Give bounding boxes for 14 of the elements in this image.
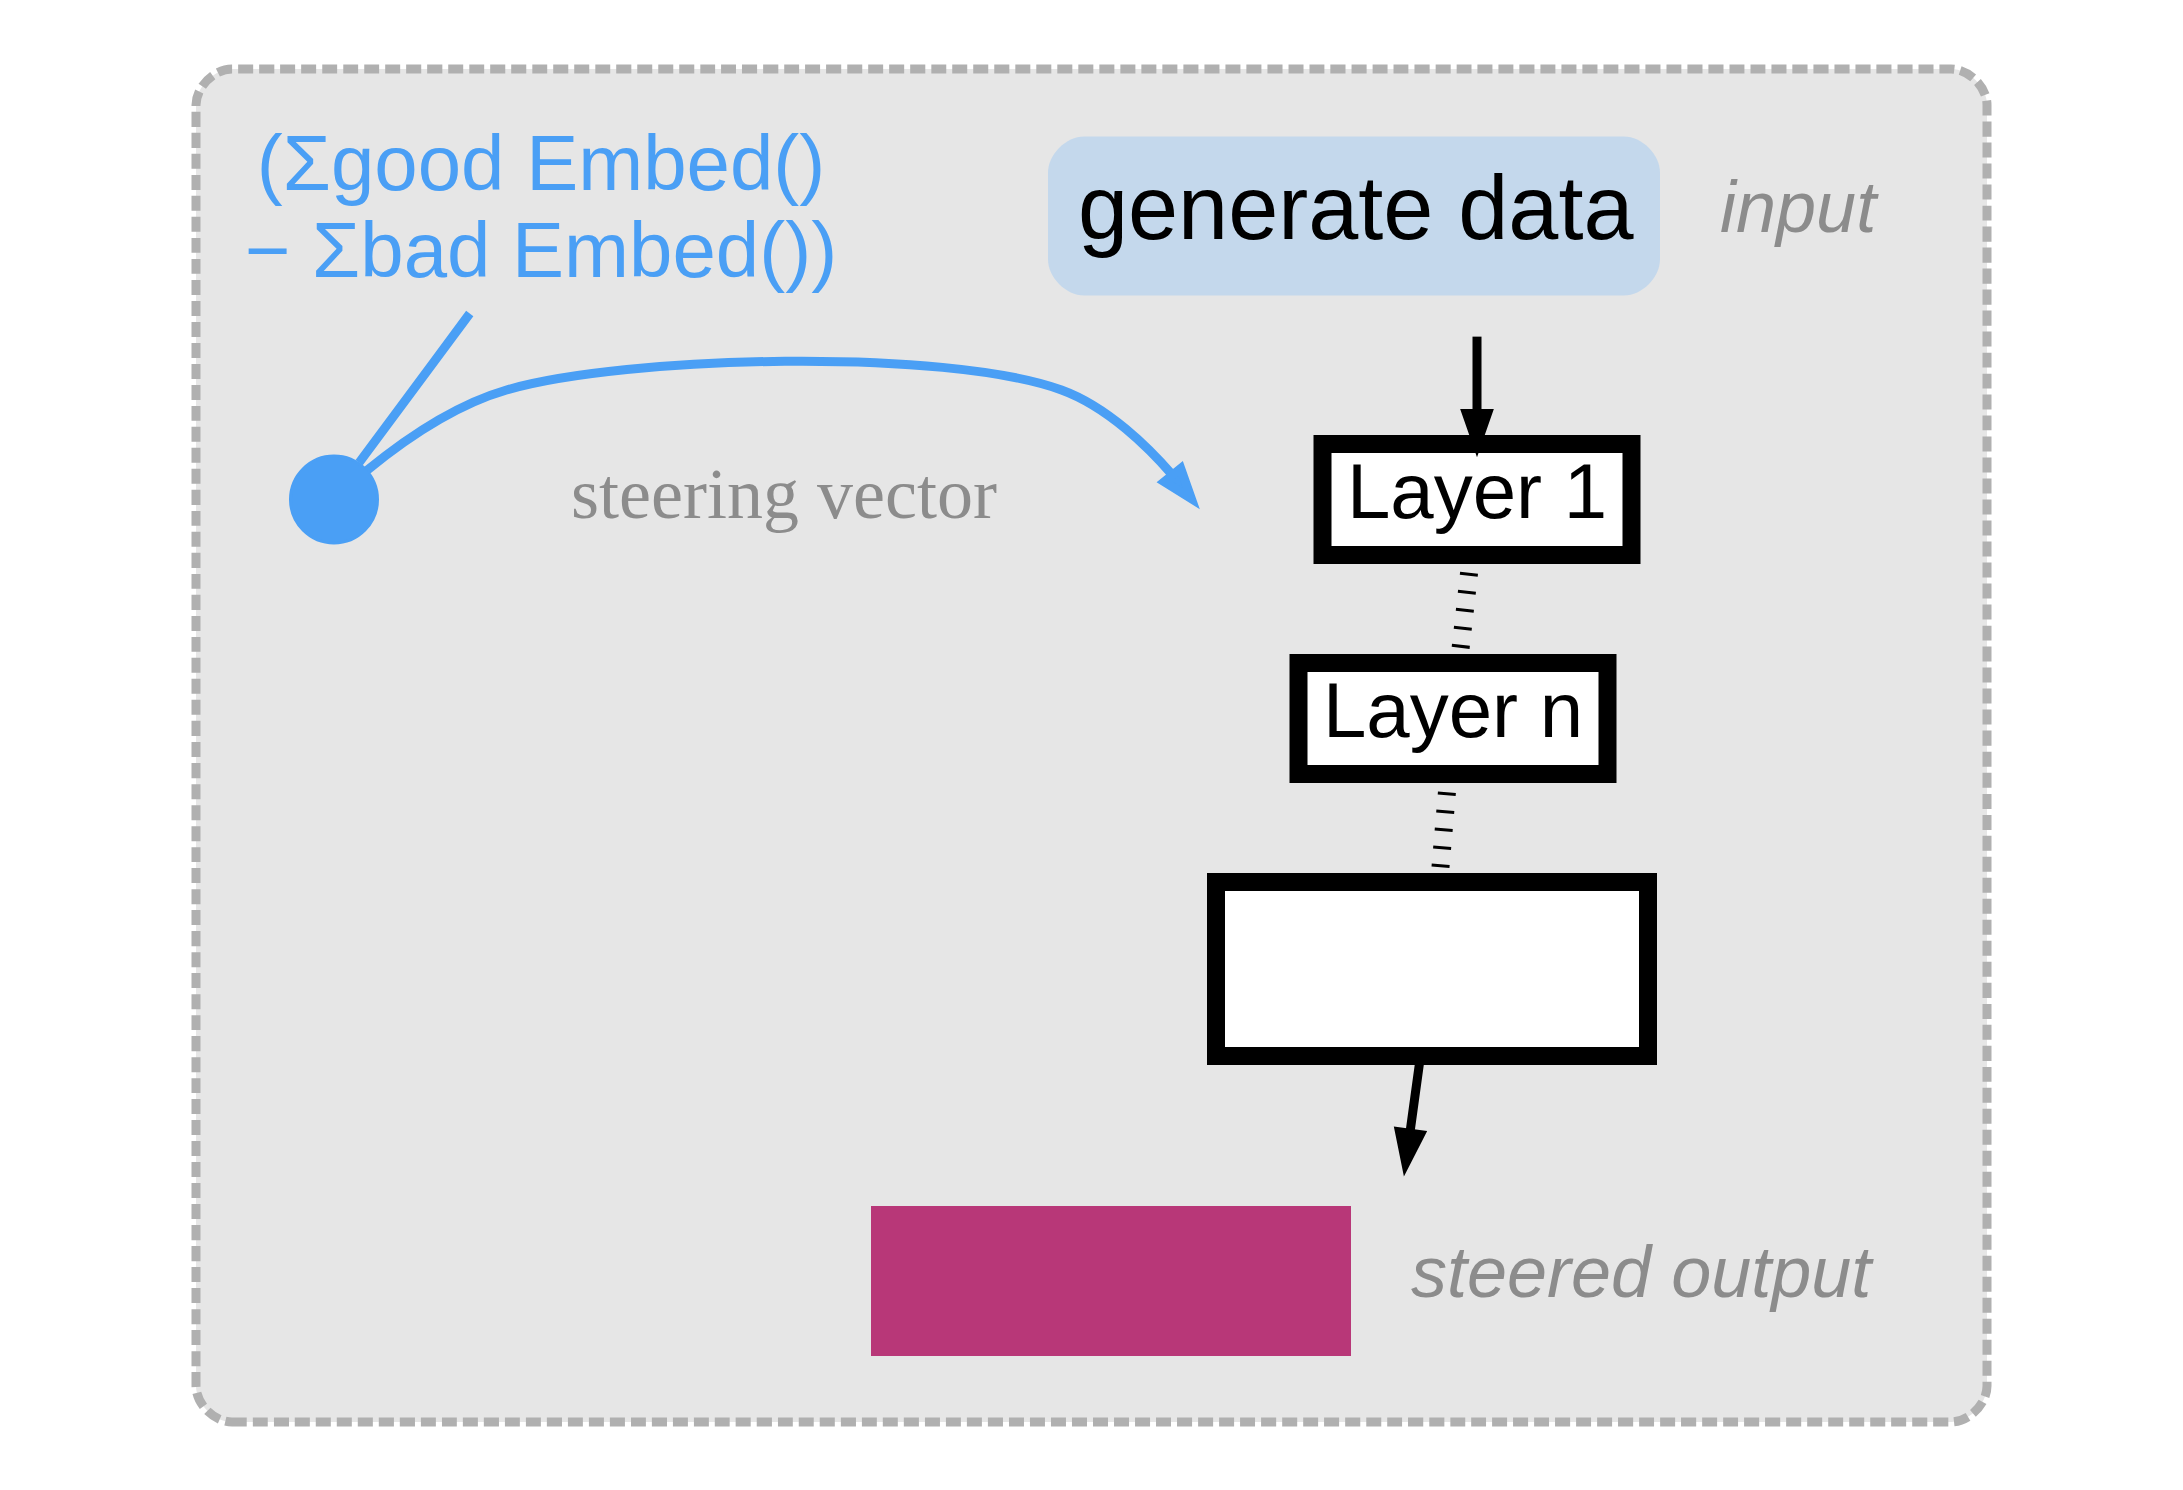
node-label: steered output: [1411, 1231, 1872, 1312]
cluster: [191, 64, 1992, 1426]
arrow: [1460, 336, 1494, 457]
connector: [355, 310, 474, 465]
node-circle: [289, 454, 379, 544]
arrow: [364, 356, 1200, 509]
node-box: Layer n: [1289, 653, 1617, 783]
node-label: steering vector: [571, 453, 997, 534]
node-box: generate data: [1048, 136, 1660, 295]
node-bar: [871, 1205, 1351, 1356]
node-label: input: [1720, 166, 1877, 247]
node-box: Layer 1: [1313, 434, 1641, 564]
node-box: [1207, 872, 1657, 1065]
node-text: (Σgood Embed() − Σbad Embed()): [244, 118, 838, 294]
